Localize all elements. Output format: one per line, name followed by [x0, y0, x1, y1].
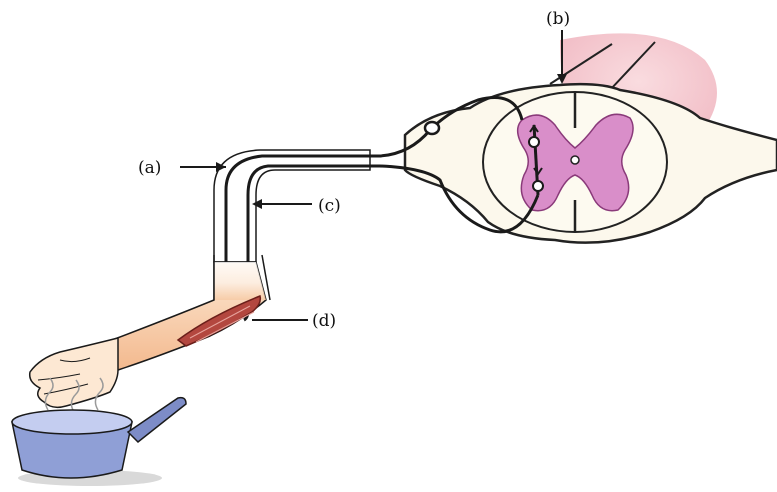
label-a: (a): [138, 158, 161, 178]
label-d: (d): [312, 311, 336, 331]
label-b: (b): [546, 9, 570, 29]
interneuron-body-1: [529, 137, 539, 147]
dorsal-root-ganglion: [425, 122, 439, 134]
central-canal: [571, 156, 579, 164]
label-c: (c): [318, 196, 341, 216]
saucepan-icon: [12, 398, 186, 478]
interneuron-body-2: [533, 181, 543, 191]
